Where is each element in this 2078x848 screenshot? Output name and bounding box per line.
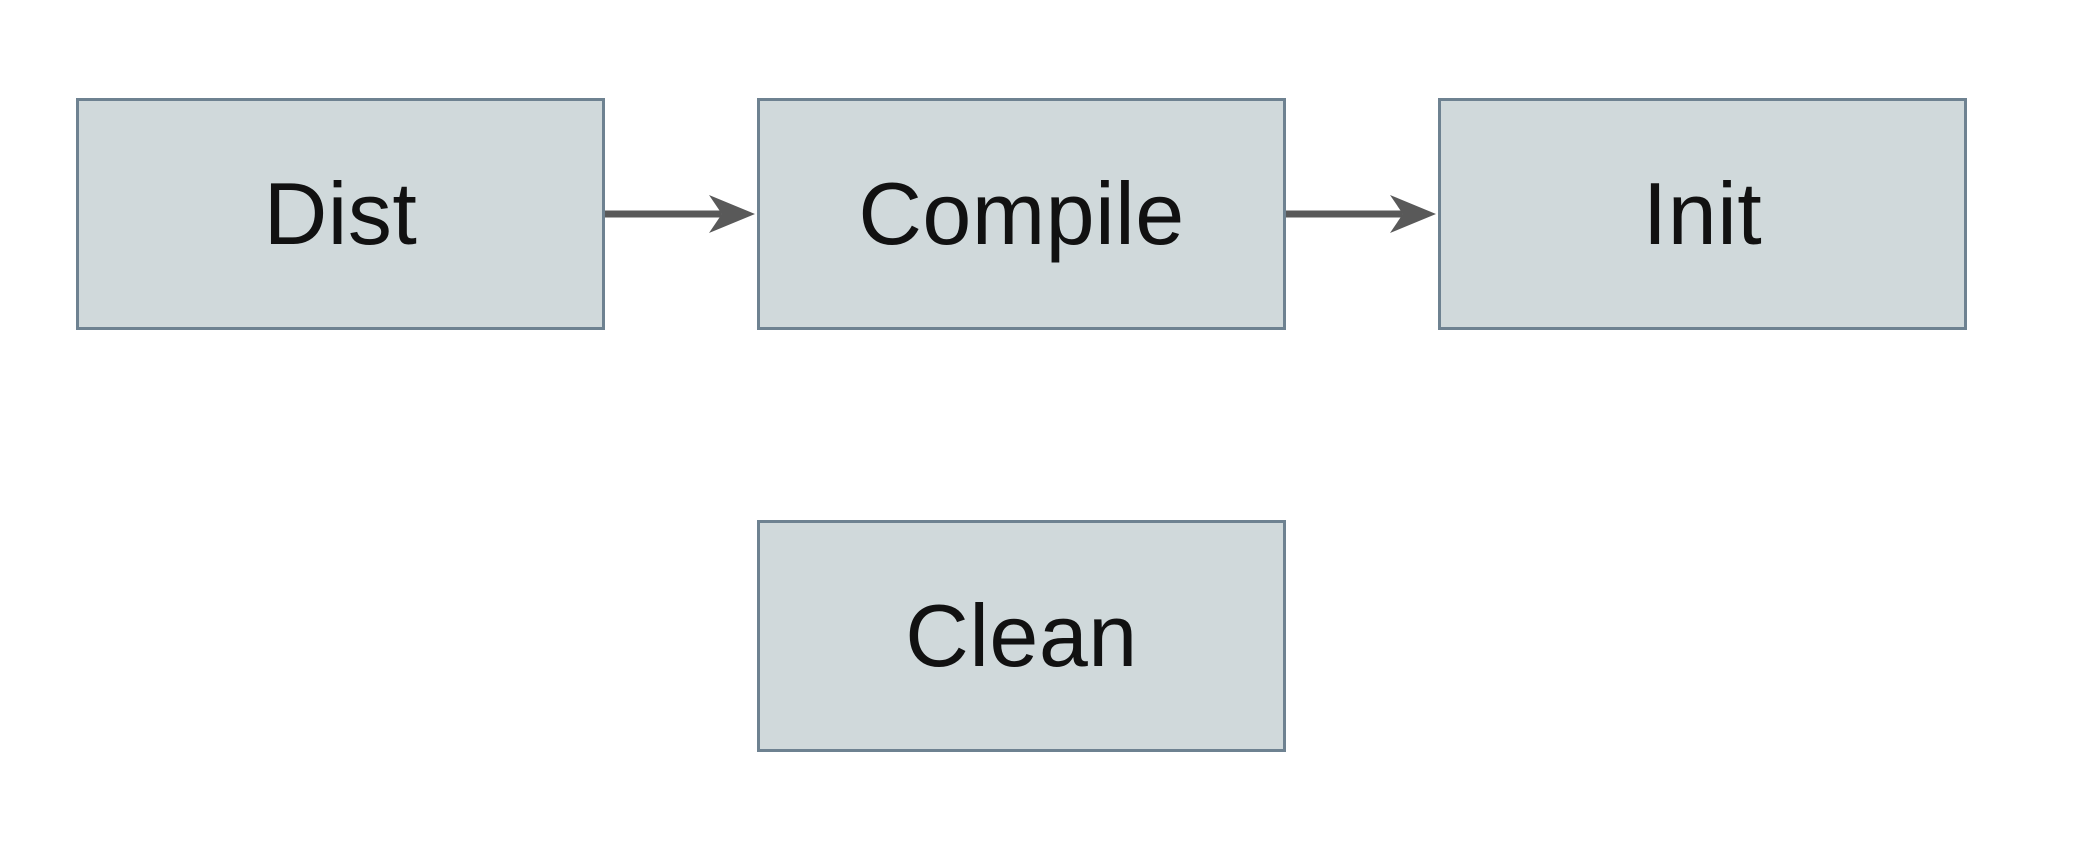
node-label-clean: Clean [905, 586, 1138, 685]
node-dist[interactable]: Dist [76, 98, 605, 330]
arrowhead-icon [1390, 195, 1436, 233]
arrowhead-icon [709, 195, 755, 233]
node-compile[interactable]: Compile [757, 98, 1286, 330]
node-clean[interactable]: Clean [757, 520, 1286, 752]
node-label-init: Init [1642, 164, 1763, 263]
edge-dist-to-compile [605, 195, 755, 233]
edge-compile-to-init [1286, 195, 1436, 233]
node-init[interactable]: Init [1438, 98, 1967, 330]
node-label-dist: Dist [263, 164, 418, 263]
node-label-compile: Compile [858, 164, 1185, 263]
